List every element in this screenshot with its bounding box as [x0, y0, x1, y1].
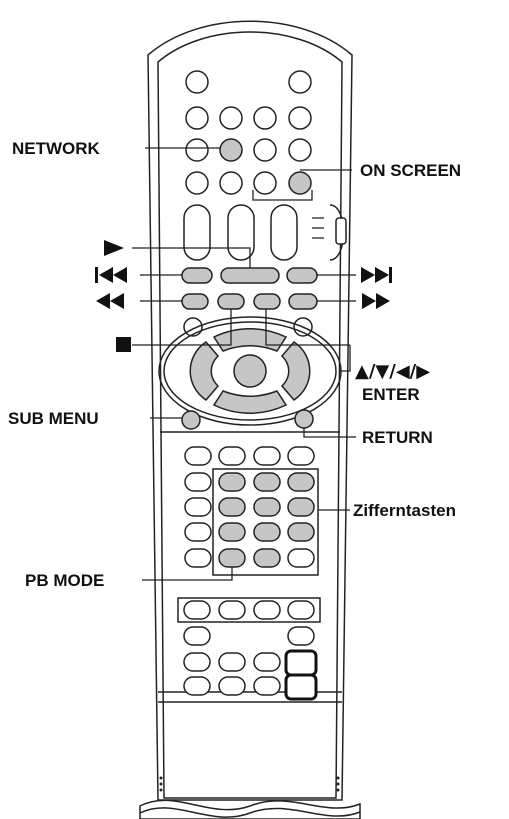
number-keys-label: Zifferntasten	[353, 501, 456, 520]
previous-button[interactable]	[181, 267, 213, 284]
button[interactable]	[219, 106, 243, 130]
pb-mode-label: PB MODE	[25, 571, 104, 590]
return-button[interactable]	[294, 409, 314, 429]
sub-menu-label: SUB MENU	[8, 409, 99, 428]
network-button[interactable]	[219, 138, 243, 162]
digit-key[interactable]	[287, 497, 315, 517]
cut-wave	[139, 799, 361, 819]
key[interactable]	[253, 676, 281, 696]
key[interactable]	[184, 548, 212, 568]
tall-key[interactable]	[227, 204, 255, 261]
transport-keys	[181, 267, 318, 337]
key[interactable]	[184, 497, 212, 517]
button[interactable]	[253, 171, 277, 195]
pause-button[interactable]	[253, 293, 281, 310]
button[interactable]	[183, 317, 203, 337]
up-key[interactable]	[212, 328, 288, 352]
on-screen-label: ON SCREEN	[360, 161, 461, 180]
tall-key[interactable]	[270, 204, 298, 261]
digit-key[interactable]	[218, 497, 246, 517]
arrow-keys-label: ▲/▼/◀/▶	[355, 361, 430, 382]
return-label: RETURN	[362, 428, 433, 447]
key[interactable]	[218, 600, 246, 620]
top-buttons	[185, 70, 313, 201]
button[interactable]	[288, 106, 312, 130]
digit-key[interactable]	[253, 548, 281, 568]
top-button[interactable]	[288, 70, 312, 94]
button[interactable]	[185, 138, 209, 162]
key[interactable]	[287, 600, 315, 620]
key[interactable]	[253, 446, 281, 466]
key[interactable]	[253, 652, 281, 672]
digit-key[interactable]	[287, 522, 315, 542]
enter-button[interactable]	[233, 354, 267, 388]
pb-mode-button[interactable]	[218, 548, 246, 568]
key[interactable]	[184, 472, 212, 492]
key[interactable]	[183, 652, 211, 672]
key[interactable]	[287, 548, 315, 568]
digit-key[interactable]	[287, 472, 315, 492]
button[interactable]	[253, 138, 277, 162]
play-icon	[104, 240, 124, 256]
sub-menu-button[interactable]	[181, 410, 201, 430]
digit-key[interactable]	[218, 522, 246, 542]
rewind-button[interactable]	[181, 293, 209, 310]
enter-label: ENTER	[362, 385, 420, 404]
highlighted-key[interactable]	[284, 649, 318, 677]
digit-key[interactable]	[253, 522, 281, 542]
left-key[interactable]	[189, 341, 220, 401]
skip-next-icon	[361, 267, 392, 283]
number-pad	[184, 446, 319, 576]
side-switch[interactable]	[312, 204, 347, 261]
play-button[interactable]	[220, 267, 280, 284]
button[interactable]	[219, 171, 243, 195]
next-button[interactable]	[286, 267, 318, 284]
leader-lines	[132, 147, 356, 581]
right-key[interactable]	[280, 341, 311, 401]
key[interactable]	[253, 600, 281, 620]
navigation-pad	[158, 316, 342, 426]
skip-previous-icon	[95, 267, 127, 283]
stop-icon	[116, 337, 131, 352]
rewind-icon	[96, 293, 124, 309]
tall-keys	[183, 204, 298, 261]
network-label: NETWORK	[12, 139, 101, 158]
button[interactable]	[185, 106, 209, 130]
top-button[interactable]	[185, 70, 209, 94]
key[interactable]	[183, 676, 211, 696]
button[interactable]	[253, 106, 277, 130]
fast-forward-button[interactable]	[288, 293, 318, 310]
highlighted-key[interactable]	[284, 673, 318, 701]
key[interactable]	[287, 446, 315, 466]
button[interactable]	[288, 138, 312, 162]
on-screen-button[interactable]	[288, 171, 312, 195]
fast-forward-icon	[362, 293, 390, 309]
digit-key[interactable]	[218, 472, 246, 492]
key[interactable]	[183, 626, 211, 646]
key[interactable]	[183, 600, 211, 620]
bottom-keys	[177, 597, 321, 701]
down-key[interactable]	[212, 390, 288, 414]
tall-key[interactable]	[183, 204, 211, 261]
key[interactable]	[218, 676, 246, 696]
key[interactable]	[184, 522, 212, 542]
digit-key[interactable]	[253, 472, 281, 492]
digit-key[interactable]	[253, 497, 281, 517]
key[interactable]	[287, 626, 315, 646]
key[interactable]	[218, 652, 246, 672]
button[interactable]	[185, 171, 209, 195]
stop-button[interactable]	[217, 293, 245, 310]
key[interactable]	[184, 446, 212, 466]
key[interactable]	[218, 446, 246, 466]
